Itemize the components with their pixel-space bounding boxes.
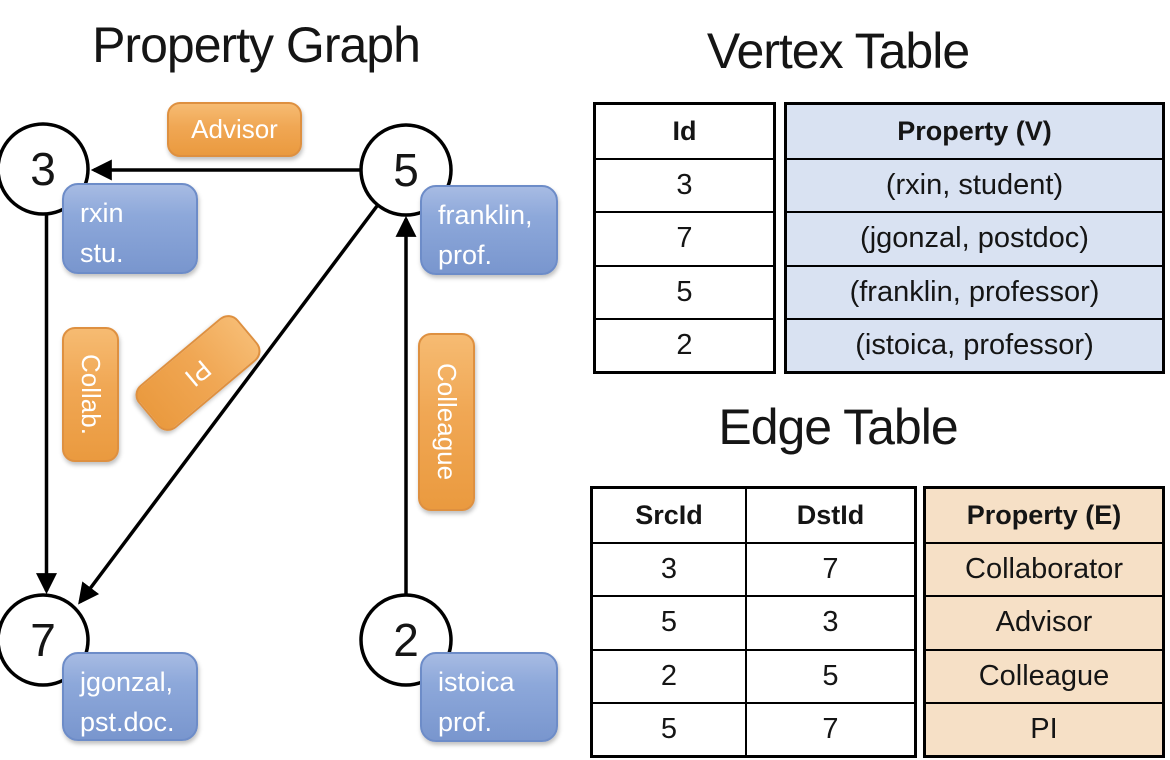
vertex-property-line: franklin, [438,200,533,230]
vertex-property-line: istoica [438,667,515,697]
edge-table-dst-cell: 7 [745,701,914,755]
edge-table-property-cell: Advisor [926,595,1162,649]
vertex-property-line: prof. [438,707,493,737]
edge-table-property-column: Property (E) Collaborator Advisor Collea… [923,486,1165,758]
vertex-table-property-cell: (rxin, student) [787,158,1162,212]
edge-table-src-cell: 5 [593,595,745,648]
edge-table-property-cell: Collaborator [926,542,1162,596]
edge-table-header-srcid: SrcId [635,500,703,531]
vertex-table-id-cell: 3 [596,158,773,211]
edge-table-dst-cell: 3 [745,595,914,649]
edge-table-dst-cell: 7 [745,542,914,596]
property-graph-title: Property Graph [92,17,421,73]
vertex-property-line: jgonzal, [80,667,174,697]
edge-label-advisor: Advisor [167,102,302,157]
node-label-3: 3 [30,143,56,195]
edge-label-text: Advisor [191,114,278,144]
edge-table-title: Edge Table [718,399,958,455]
edge-table-property-cell: PI [926,701,1162,755]
vertex-table-id-cell: 5 [596,264,773,318]
vertex-table-property-cell: (jgonzal, postdoc) [787,211,1162,265]
edge-table-id-columns: SrcId DstId 3 7 5 3 2 5 5 7 [590,486,917,758]
vertex-table-id-column: Id 3 7 5 2 [593,102,776,374]
vertex-table-property-cell: (franklin, professor) [787,264,1162,318]
edge-label-collab: Collab. [62,327,119,462]
node-label-2: 2 [393,614,419,666]
vertex-table-id-cell: 2 [596,317,773,371]
vertex-table-property-column: Property (V) (rxin, student) (jgonzal, p… [784,102,1165,374]
edge-table-property-cell: Colleague [926,648,1162,702]
vertex-property-line: pst.doc. [80,707,175,737]
vertex-property-line: prof. [438,240,493,270]
vertex-table-id-cell: 7 [596,211,773,264]
node-label-7: 7 [30,614,56,666]
vertex-property-line: rxin [80,198,124,228]
edge-table-src-cell: 2 [593,648,745,702]
vertex-table-title: Vertex Table [706,23,970,79]
vertex-property-box-3: rxin stu. [62,183,198,274]
vertex-table-header-id: Id [672,116,697,147]
edge-label-colleague: Colleague [418,333,475,511]
edge-table-src-cell: 5 [593,701,745,755]
vertex-table-property-cell: (istoica, professor) [787,317,1162,371]
edge-table-header-dstid: DstId [745,489,914,543]
edge-table-header-property: Property (E) [926,489,1162,543]
edge-label-text: Colleague [432,363,462,481]
vertex-property-box-5: franklin, prof. [420,185,558,275]
node-label-5: 5 [393,144,419,196]
vertex-table-header-property: Property (V) [787,105,1162,159]
vertex-property-box-2: istoica prof. [420,652,558,742]
vertex-property-line: stu. [80,238,124,268]
vertex-property-box-7: jgonzal, pst.doc. [62,652,198,741]
edge-arrow-5-to-7 [78,204,379,605]
edge-table-dst-cell: 5 [745,648,914,702]
edge-table-src-cell: 3 [593,542,745,595]
edge-label-text: Collab. [76,354,106,435]
edge-label-text: PI [179,353,218,393]
